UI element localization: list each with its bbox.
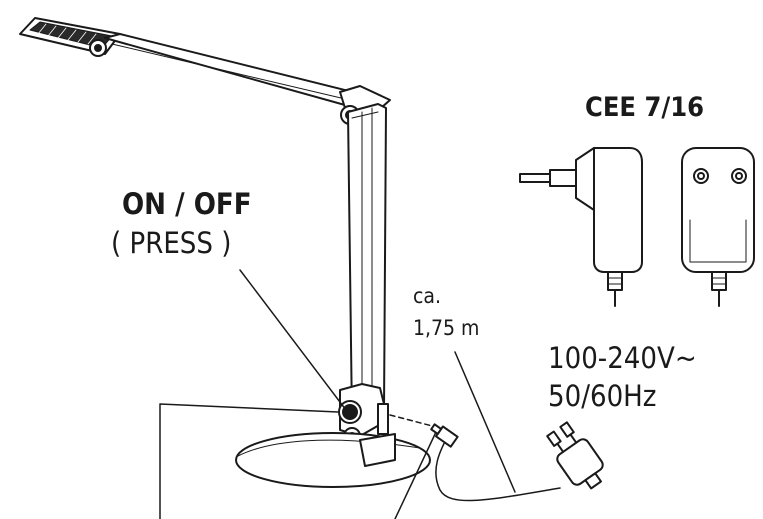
cable-adapter: [546, 421, 604, 490]
plug-standard-label: CEE 7/16: [585, 92, 705, 123]
leader-lines: [159, 269, 441, 519]
lamp-vertical-arm: [338, 103, 389, 445]
switch-title-label: ON / OFF: [122, 187, 252, 221]
switch-hint-label: ( PRESS ): [111, 226, 232, 260]
lamp-base: [235, 432, 431, 488]
plug-front-view: [681, 147, 755, 307]
voltage-label: 100-240V~: [548, 341, 697, 375]
frequency-label: 50/60Hz: [548, 379, 657, 413]
cable-prefix-label: ca.: [413, 284, 441, 308]
cable-length-label: 1,75 m: [413, 316, 480, 340]
power-cable: [430, 351, 561, 502]
plug-side-view: [519, 147, 643, 307]
lamp-upper-arm: [104, 33, 391, 125]
lamp-head: [19, 17, 121, 57]
